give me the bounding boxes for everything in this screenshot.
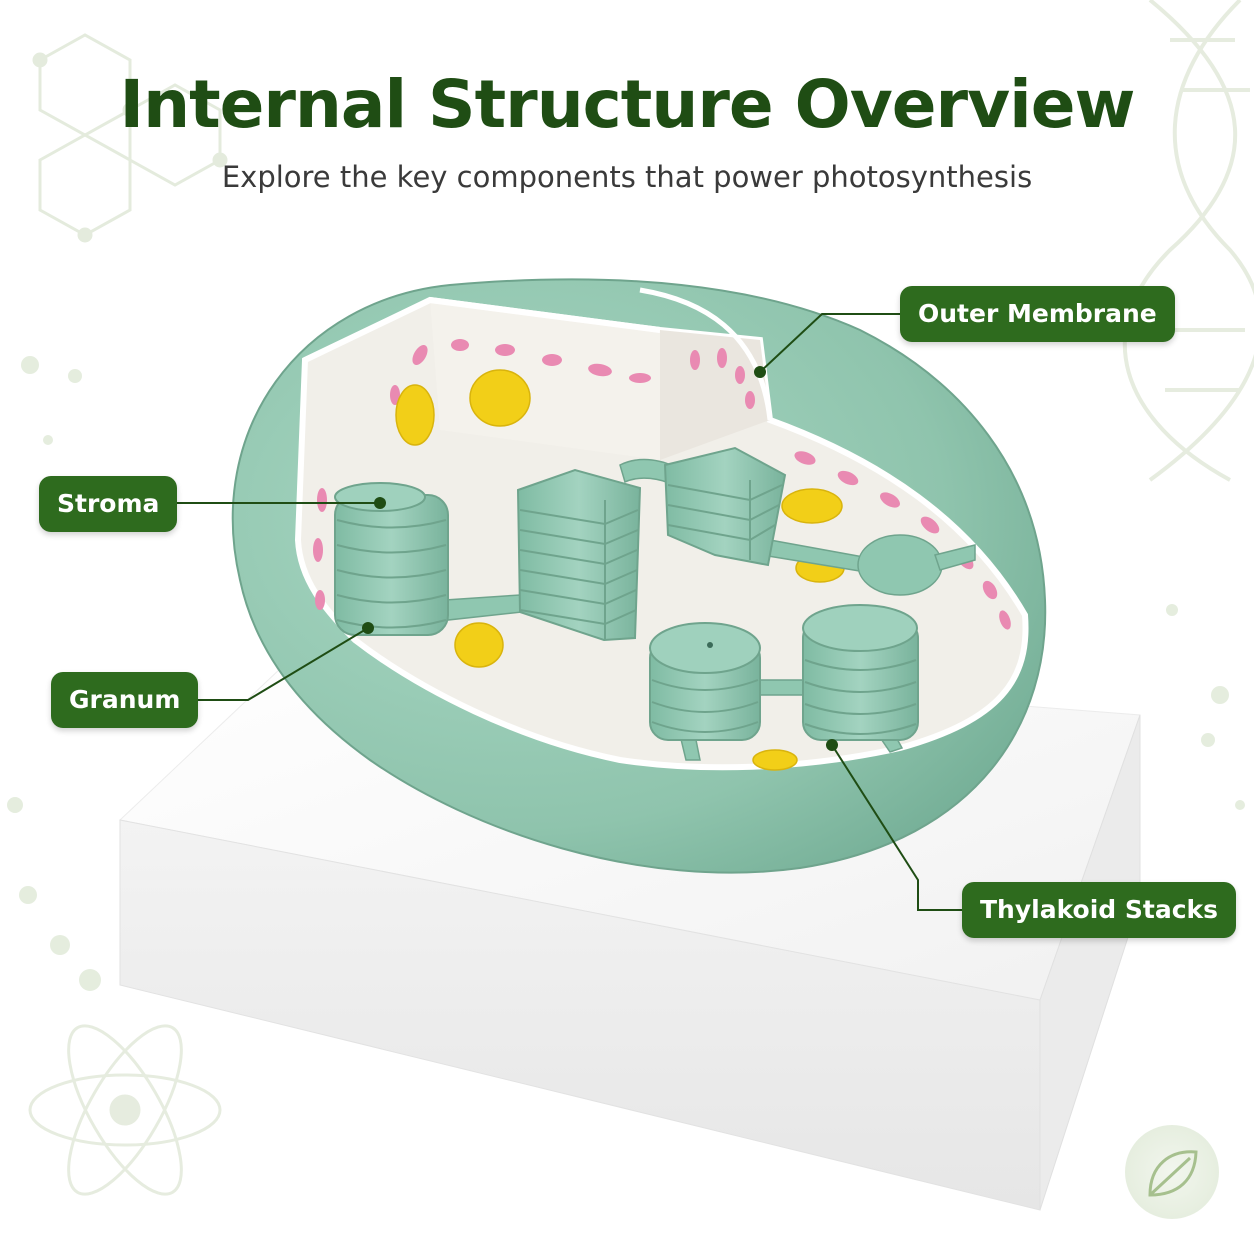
thylakoid-granum-left [334,482,449,636]
callout-lines [172,313,962,911]
page-title: Internal Structure Overview [119,66,1136,143]
label-stroma: Stroma [39,476,178,532]
thylakoid-granum-front-right [802,604,919,741]
label-granum: Granum [51,672,199,728]
callout-dots [362,366,838,751]
leaf-icon [1125,1125,1219,1219]
thylakoid-granum-back [663,446,787,567]
molecule-hexagon-icon [32,33,228,243]
label-outer-membrane: Outer Membrane [900,286,1175,342]
bubble-dots [7,356,1245,991]
thylakoid-granum-front-left [649,622,761,741]
atom-icon [28,1024,222,1196]
page-subtitle: Explore the key components that power ph… [221,160,1033,194]
starch-grains [395,369,845,771]
thylakoid-granum-center [516,468,642,642]
label-thylakoid-stacks: Thylakoid Stacks [962,882,1237,938]
dna-helix-icon [1122,0,1254,482]
